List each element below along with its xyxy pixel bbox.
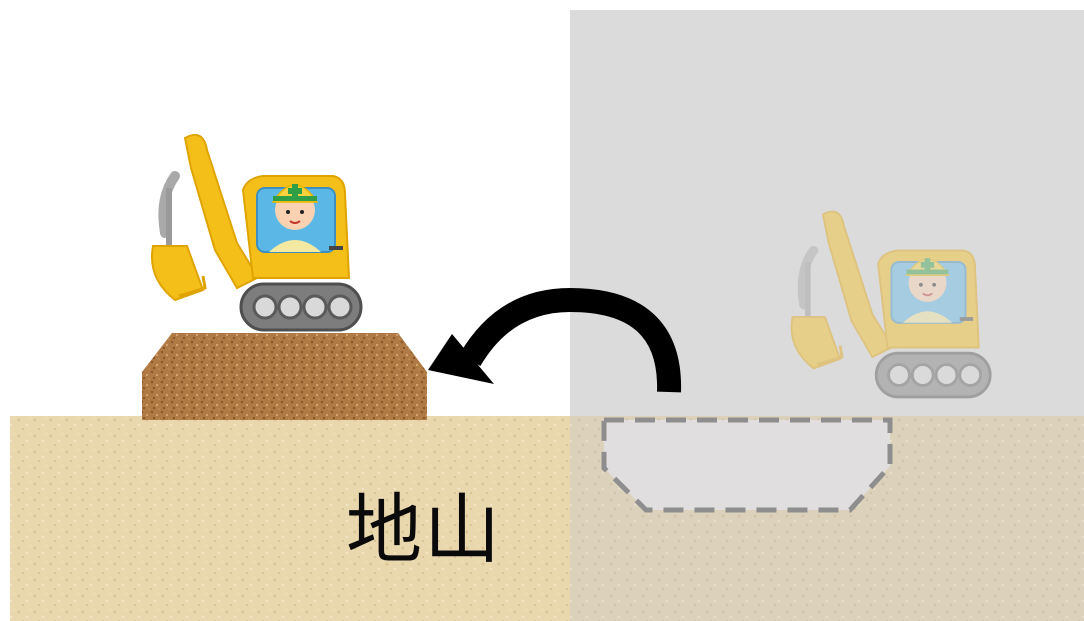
excavated-area-outline bbox=[604, 420, 890, 510]
soil-mound bbox=[142, 333, 427, 420]
ground-label: 地山 bbox=[346, 492, 502, 568]
excavator-icon bbox=[152, 135, 361, 330]
